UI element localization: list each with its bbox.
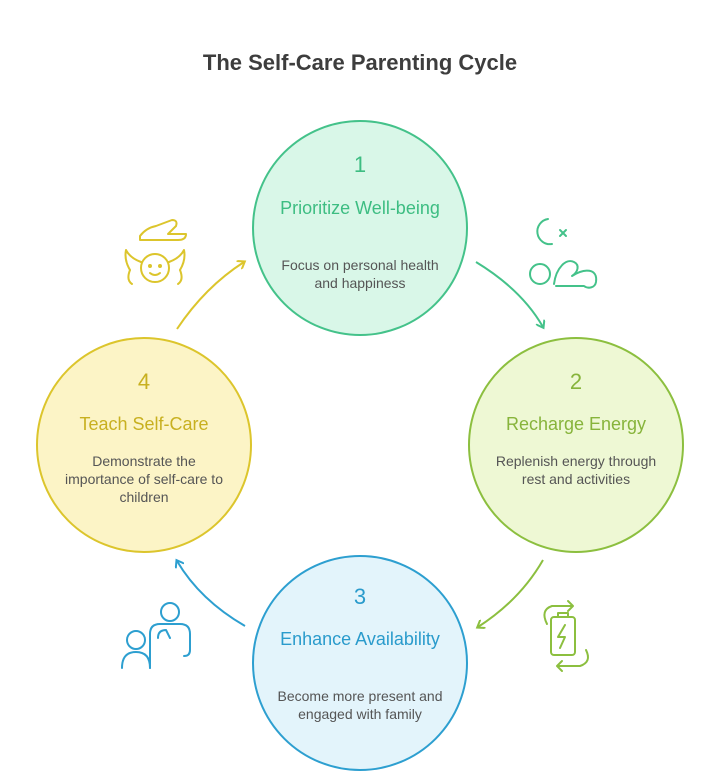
step-2-description: Replenish energy through rest and activi… [495, 453, 657, 487]
diagram-title: The Self-Care Parenting Cycle [202, 50, 518, 75]
step-4-title: Teach Self-Care [79, 414, 209, 434]
moon-sleep-yoga-icon [529, 218, 598, 289]
step-4-circle: 4 Teach Self-Care Demonstrate the import… [36, 337, 252, 553]
step-3-title: Enhance Availability [280, 629, 440, 649]
battery-recharge-icon [543, 600, 589, 672]
arrow-3-to-4 [177, 561, 246, 627]
hand-child-icon [124, 219, 187, 285]
arrow-1-to-2 [475, 261, 543, 327]
step-1-title: Prioritize Well-being [280, 198, 440, 218]
step-3-description: Become more present and engaged with fam… [277, 688, 443, 722]
arrow-4-to-1 [176, 262, 244, 330]
step-2-circle: 2 Recharge Energy Replenish energy throu… [468, 337, 684, 553]
family-icon [121, 602, 191, 669]
step-1-circle: 1 Prioritize Well-being Focus on persona… [252, 120, 468, 336]
step-2-title: Recharge Energy [505, 414, 647, 434]
step-3-number: 3 [353, 584, 367, 609]
step-4-number: 4 [137, 369, 151, 394]
step-4-description: Demonstrate the importance of self-care … [65, 453, 223, 505]
step-3-circle: 3 Enhance Availability Become more prese… [252, 555, 468, 771]
arrow-2-to-3 [478, 559, 544, 627]
step-1-number: 1 [353, 152, 367, 177]
step-1-description: Focus on personal health and happiness [281, 257, 439, 291]
step-2-number: 2 [569, 369, 583, 394]
